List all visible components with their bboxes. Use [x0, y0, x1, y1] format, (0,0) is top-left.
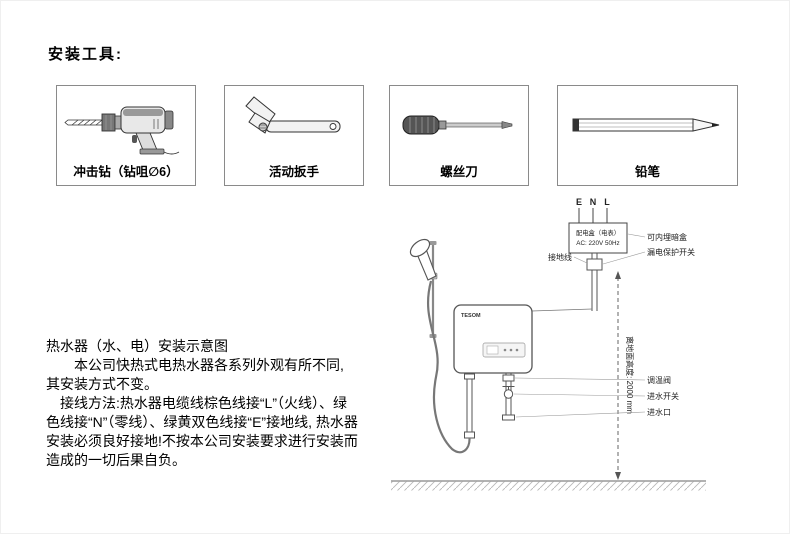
- tool-label-pencil: 铅笔: [634, 165, 660, 179]
- water-heater-unit: TESOM: [453, 304, 533, 374]
- shower-hose: [426, 280, 471, 454]
- tools-heading: 安装工具:: [48, 46, 123, 63]
- temp-valve: [502, 374, 515, 382]
- heater-button: [515, 348, 519, 352]
- tool-box-wrench: 活动扳手: [224, 85, 364, 186]
- power-cable: [531, 308, 593, 312]
- wire-label-e: E: [576, 197, 582, 207]
- screwdriver-icon: [402, 115, 513, 135]
- power-box-label-line1: 配电盒（电表）: [576, 228, 620, 237]
- callout-leader-lines: [513, 233, 646, 418]
- impact-drill-icon: [64, 106, 180, 155]
- heater-button: [503, 348, 507, 352]
- tool-box-screwdriver: 螺丝刀: [389, 85, 529, 186]
- tool-label-screwdriver: 螺丝刀: [440, 165, 478, 179]
- heater-brand-label: TESOM: [461, 313, 481, 319]
- shower-handset-head: [409, 238, 431, 258]
- ground-line: [391, 480, 706, 491]
- wire-label-l: L: [604, 197, 610, 207]
- dimension-arrow-bottom: [615, 472, 621, 480]
- description-para1: 本公司快热式电热水器各系列外观有所不同, 其安装方式不变。: [46, 357, 344, 392]
- tool-box-impact-drill: 冲击钻（钻咀∅6）: [56, 85, 196, 186]
- description-para2: 接线方法:热水器电缆线棕色线接“L”（火线）、绿色线接“N”（零线）、绿黄双色线…: [46, 395, 358, 468]
- ground-wire-label: 接地线: [548, 252, 572, 262]
- installation-diagram: E N L 配电盒（电表） AC: 220V 50Hz 离地面高度: 2000 …: [391, 197, 706, 491]
- wire-label-n: N: [590, 197, 597, 207]
- dimension-arrow-top: [615, 271, 621, 279]
- concealed-box-label: 可内埋暗盒: [647, 232, 687, 242]
- water-pipes: [464, 373, 515, 439]
- water-inlet-port: [502, 414, 515, 421]
- supply-wires: [578, 208, 608, 223]
- water-inlet-label: 进水口: [647, 407, 671, 417]
- power-distribution-box: [568, 222, 628, 254]
- water-inlet-switch: [503, 389, 514, 399]
- pencil-icon: [572, 118, 719, 132]
- temp-valve-label: 调温阀: [647, 376, 671, 385]
- height-dimension-label: 离地面高度: 2000 mm: [625, 336, 635, 414]
- tool-box-pencil: 铅笔: [557, 85, 738, 186]
- heater-button: [509, 348, 513, 352]
- supply-wire-labels: E N L: [576, 197, 610, 207]
- tool-label-impact-drill: 冲击钻（钻咀∅6）: [73, 165, 179, 179]
- heater-display: [486, 345, 499, 355]
- power-box-label-line2: AC: 220V 50Hz: [576, 240, 619, 247]
- leakage-switch-label: 漏电保护开关: [647, 247, 695, 257]
- shower-assembly: [409, 238, 471, 454]
- leakage-protection-switch: [586, 258, 603, 271]
- tool-label-wrench: 活动扳手: [268, 165, 319, 179]
- adjustable-wrench-icon: [245, 96, 341, 134]
- description-title: 热水器（水、电）安装示意图: [46, 338, 228, 354]
- water-switch-label: 进水开关: [647, 391, 679, 401]
- description-block: 热水器（水、电）安装示意图 本公司快热式电热水器各系列外观有所不同, 其安装方式…: [46, 337, 358, 470]
